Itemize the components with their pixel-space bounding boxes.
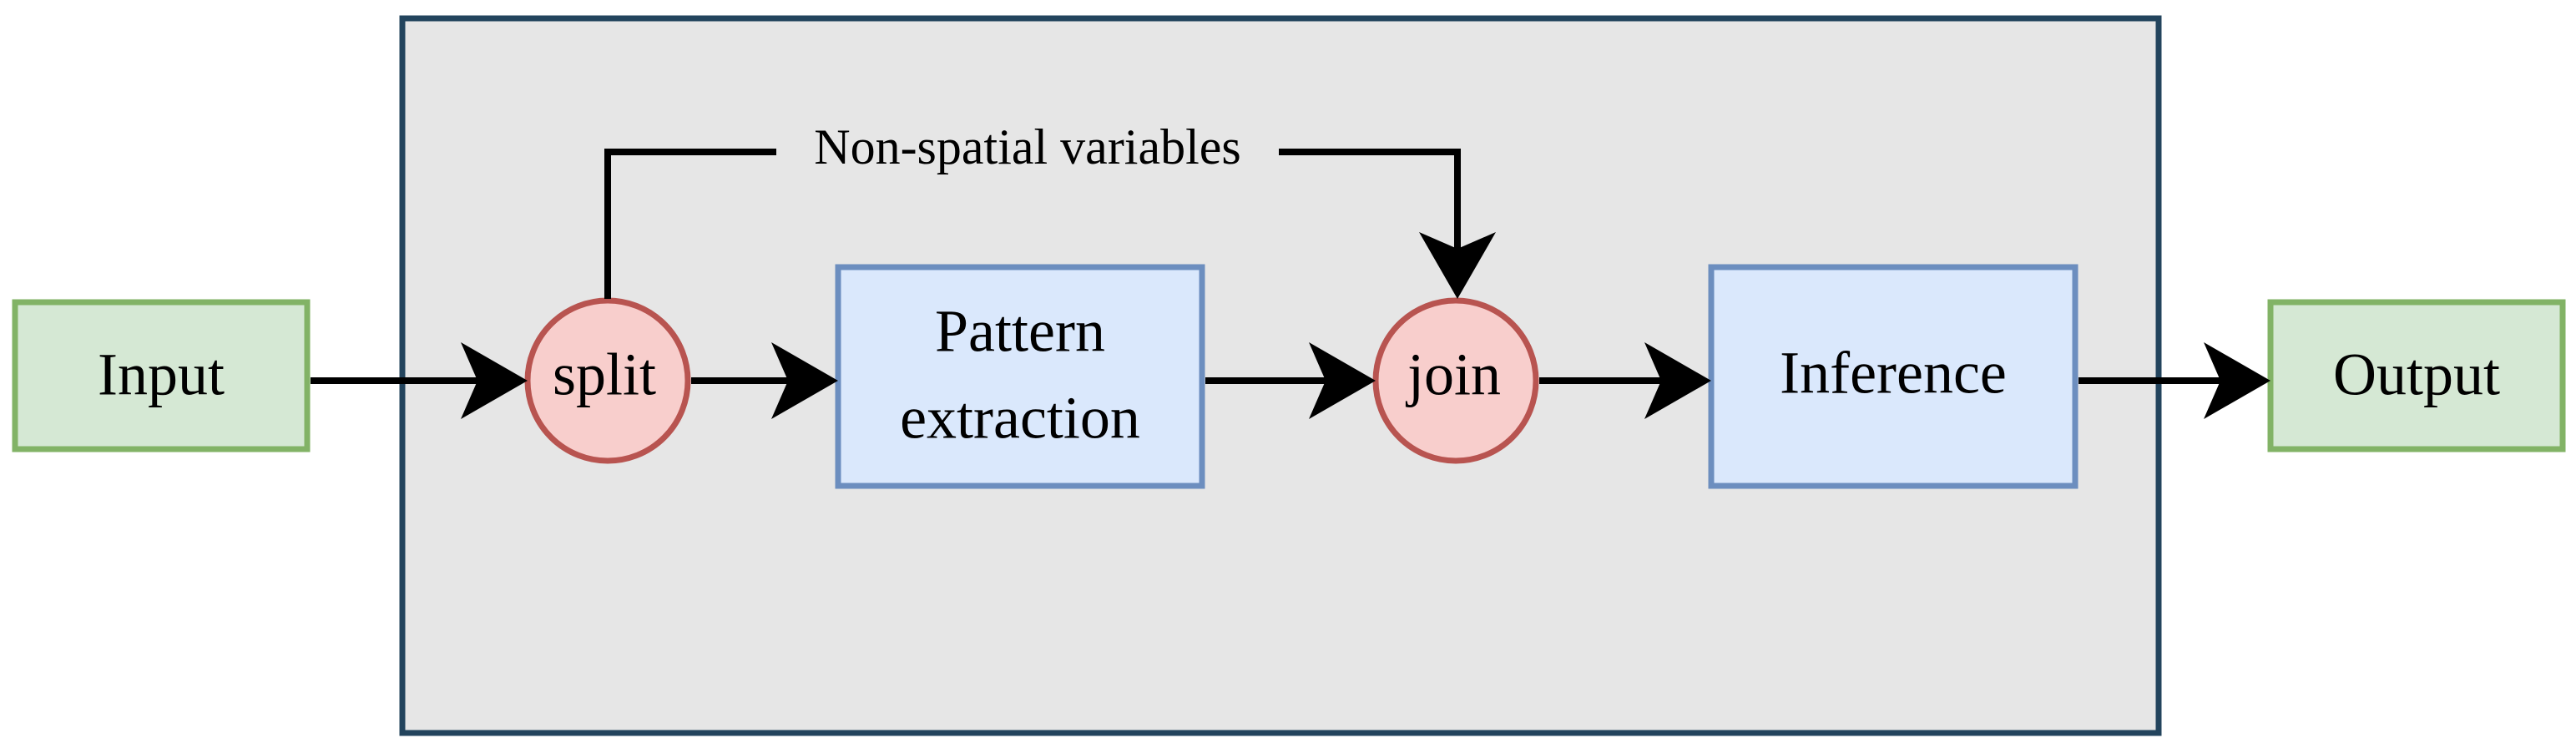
arrowhead-inference [1644, 342, 1711, 419]
arrowhead-pattern [771, 342, 838, 419]
split-label: split [553, 341, 656, 408]
inference-label: Inference [1780, 340, 2007, 407]
bypass-line-right [1279, 149, 1461, 250]
bypass-line-left [604, 149, 776, 299]
arrowhead-join [1309, 342, 1376, 419]
output-box [2267, 299, 2566, 452]
output-label: Output [2333, 341, 2500, 408]
input-label: Input [98, 341, 225, 408]
arrows [311, 149, 2270, 419]
inference-box [1708, 264, 2078, 489]
arrowhead-bypass-down [1419, 232, 1496, 299]
non-spatial-variables-label: Non-spatial variables [814, 119, 1241, 174]
pattern-extraction-label-line2: extraction [900, 385, 1140, 452]
join-label: join [1405, 341, 1501, 408]
pattern-extraction-box [835, 264, 1205, 489]
arrowhead-split [461, 342, 528, 419]
arrowhead-output [2204, 342, 2270, 419]
input-box [12, 299, 311, 452]
pattern-extraction-label-line1: Pattern [935, 298, 1105, 365]
